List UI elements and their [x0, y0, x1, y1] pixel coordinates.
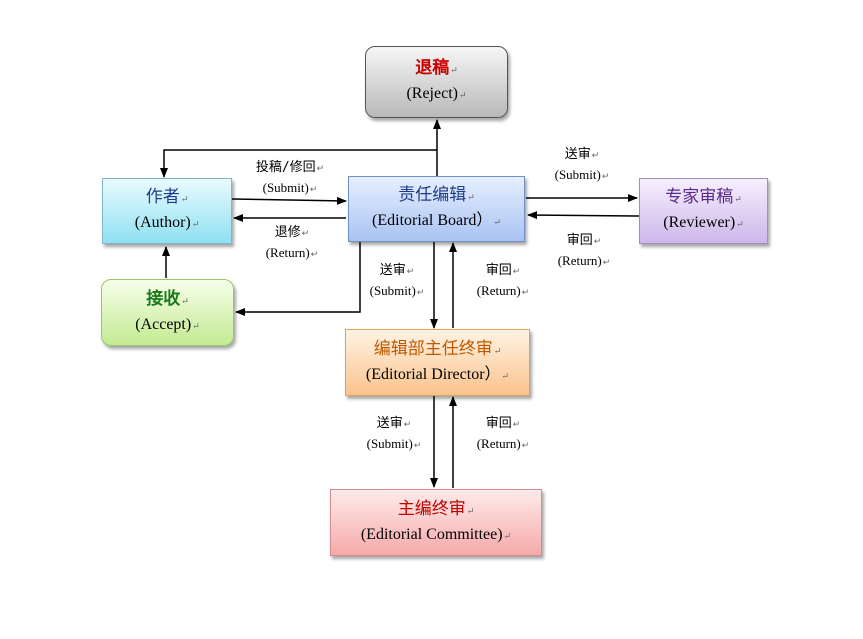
- reviewer-label-en: (Reviewer): [663, 214, 736, 231]
- accept-node: 接收↵ (Accept)↵: [101, 279, 234, 346]
- author-label-en: (Author): [134, 214, 191, 231]
- committee-label-zh: 主编终审: [397, 498, 466, 519]
- director-node: 编辑部主任终审↵ (Editorial Director）↵: [345, 329, 530, 396]
- reject-label-en: (Reject): [406, 85, 458, 102]
- edge-label-reviewer-to-board: 审回↵ (Return)↵: [557, 233, 611, 268]
- reviewer-label-zh: 专家审稿: [665, 187, 734, 207]
- edge-label-board-to-author: 退修↵ (Return)↵: [265, 225, 319, 260]
- reject-label-zh: 退稿: [415, 58, 450, 78]
- arrow-reviewer-to-board: [527, 211, 640, 220]
- edge-label-board-to-reviewer: 送审↵ (Submit)↵: [554, 147, 610, 182]
- edge-label-director-to-committee: 送审↵ (Submit)↵: [366, 416, 422, 451]
- edge-label-board-to-director: 送审↵ (Submit)↵: [369, 263, 425, 298]
- arrow-board-to-author-top: [160, 149, 437, 178]
- author-label-zh: 作者: [145, 187, 180, 207]
- board-node: 责任编辑↵ (Editorial Board）↵: [348, 176, 525, 242]
- director-label-zh: 编辑部主任终审: [373, 338, 493, 359]
- arrow-board-to-accept: [235, 242, 361, 316]
- edge-label-committee-to-director: 审回↵ (Return)↵: [476, 416, 530, 451]
- committee-node: 主编终审↵ (Editorial Committee)↵: [330, 489, 542, 556]
- board-label-en: (Editorial Board）: [372, 212, 493, 229]
- arrow-author-to-board: [231, 196, 347, 205]
- committee-label-en: (Editorial Committee): [360, 525, 503, 543]
- edge-label-director-to-board: 审回↵ (Return)↵: [476, 263, 530, 298]
- accept-label-en: (Accept): [135, 315, 192, 333]
- accept-label-zh: 接收: [146, 288, 181, 309]
- author-node: 作者↵ (Author)↵: [102, 178, 232, 244]
- reject-node: 退稿↵ (Reject)↵: [365, 46, 508, 118]
- board-label-zh: 责任编辑: [398, 185, 467, 205]
- edge-label-author-to-board: 投稿/修回↵ (Submit)↵: [255, 160, 325, 195]
- director-label-en: (Editorial Director）: [365, 365, 501, 383]
- reviewer-node: 专家审稿↵ (Reviewer)↵: [639, 178, 768, 244]
